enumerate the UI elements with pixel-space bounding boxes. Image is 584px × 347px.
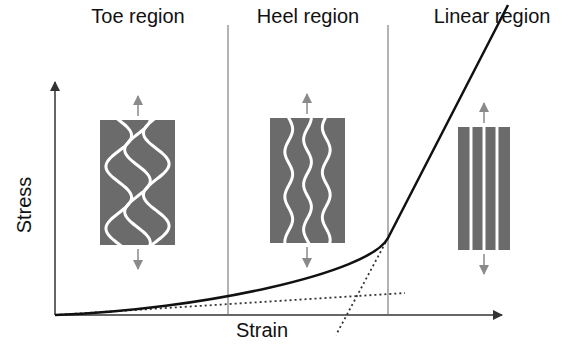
fibre-panel: [100, 96, 175, 269]
collagen-fibre: [470, 127, 473, 250]
region-divider: [387, 25, 389, 314]
collagen-fibre: [106, 120, 132, 245]
collagen-fibre: [496, 127, 499, 250]
region-title: Toe region: [91, 5, 184, 27]
region-title: Heel region: [257, 5, 359, 27]
region-divider: [227, 25, 229, 314]
fibre-panel: [270, 94, 345, 267]
load-arrow: [137, 249, 139, 269]
axis-title: Stress: [13, 177, 35, 234]
collagen-fibre: [143, 120, 169, 245]
load-arrow: [483, 254, 485, 274]
collagen-fibre: [285, 118, 293, 243]
load-arrow: [483, 103, 485, 123]
linear-extension: [336, 238, 388, 335]
y-axis: [54, 82, 56, 315]
tissue-block: [270, 118, 345, 243]
x-axis: [55, 314, 502, 316]
collagen-fibre: [483, 127, 486, 250]
load-arrow: [137, 96, 139, 116]
load-arrow: [306, 94, 308, 114]
load-arrow: [306, 247, 308, 267]
stress-strain-curve: [55, 5, 508, 315]
axis-title: Strain: [236, 319, 288, 341]
fibre-panel: [458, 103, 510, 274]
collagen-fibre: [322, 118, 330, 243]
collagen-fibre: [304, 118, 312, 243]
region-title: Linear region: [434, 5, 551, 27]
